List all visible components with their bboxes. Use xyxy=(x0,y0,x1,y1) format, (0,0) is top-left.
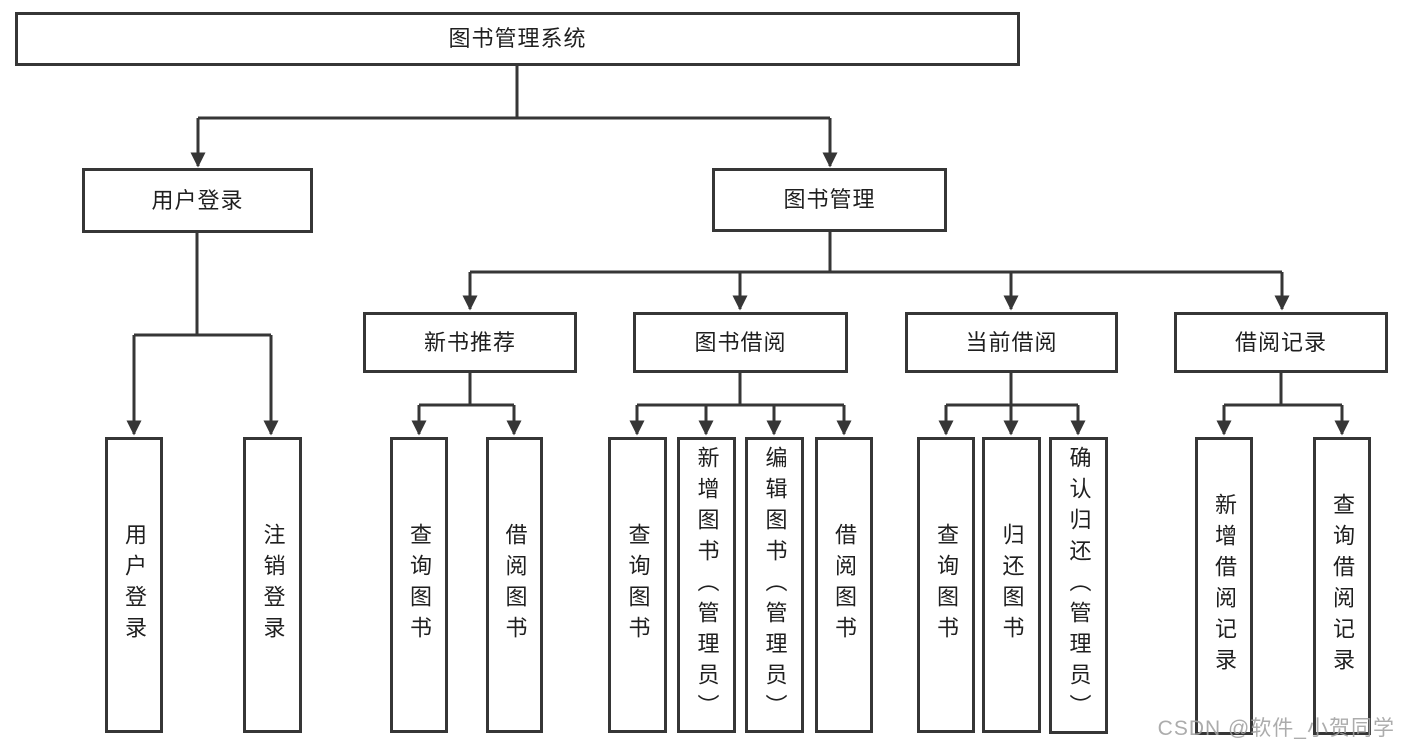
csdn-watermark: CSDN @软件_小贺同学 xyxy=(1157,717,1395,740)
node-current-borrow: 当前借阅 xyxy=(905,312,1118,373)
node-root-system: 图书管理系统 xyxy=(15,12,1020,66)
connector-book-borrow-trunk xyxy=(637,373,844,407)
node-borrow-records: 借阅记录 xyxy=(1174,312,1388,373)
connector-root-trunk xyxy=(198,66,830,120)
leaf-br-add-record: 新增借阅记录 xyxy=(1195,437,1253,735)
node-new-book-recommend: 新书推荐 xyxy=(363,312,577,373)
leaf-cb-query-books: 查询图书 xyxy=(917,437,975,733)
leaf-bb-add-book-admin: 新增图书（管理员） xyxy=(677,437,736,733)
leaf-user-login: 用户登录 xyxy=(105,437,163,733)
node-book-borrow: 图书借阅 xyxy=(633,312,848,373)
node-book-management: 图书管理 xyxy=(712,168,947,232)
leaf-cb-return-books: 归还图书 xyxy=(982,437,1041,733)
connector-borrow-records-trunk xyxy=(1224,373,1342,407)
leaf-br-query-record: 查询借阅记录 xyxy=(1313,437,1371,735)
connector-user-login-trunk xyxy=(134,233,271,337)
leaf-bb-borrow-books: 借阅图书 xyxy=(815,437,873,733)
connector-new-book-recommend-trunk xyxy=(419,373,514,407)
leaf-logout: 注销登录 xyxy=(243,437,302,733)
connector-book-management-trunk xyxy=(470,232,1282,274)
leaf-nbr-query-books: 查询图书 xyxy=(390,437,448,733)
leaf-bb-edit-book-admin: 编辑图书（管理员） xyxy=(745,437,804,733)
leaf-bb-query-books: 查询图书 xyxy=(608,437,667,733)
connector-current-borrow-trunk xyxy=(946,373,1078,407)
leaf-cb-confirm-return-admin: 确认归还（管理员） xyxy=(1049,437,1108,734)
node-user-login: 用户登录 xyxy=(82,168,313,233)
leaf-nbr-borrow-books: 借阅图书 xyxy=(486,437,543,733)
